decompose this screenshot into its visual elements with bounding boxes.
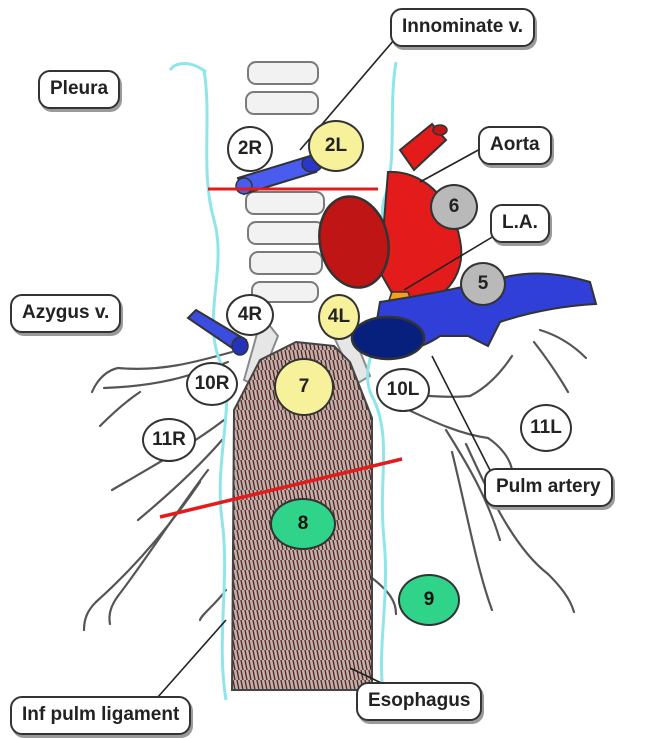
node-9: 9 <box>398 574 460 626</box>
node-8: 8 <box>270 498 336 550</box>
node-2L: 2L <box>308 120 364 172</box>
node-10L: 10L <box>376 368 430 412</box>
node-2R: 2R <box>227 126 273 172</box>
node-10R: 10R <box>186 362 238 406</box>
node-7: 7 <box>274 358 334 416</box>
label-innominate-vein: Innominate v. <box>390 8 535 47</box>
label-pleura: Pleura <box>38 70 120 109</box>
label-aorta: Aorta <box>478 126 552 165</box>
node-11R: 11R <box>142 418 196 462</box>
node-4L: 4L <box>318 294 360 340</box>
label-esophagus: Esophagus <box>356 682 482 721</box>
node-6: 6 <box>430 184 478 230</box>
label-la: L.A. <box>490 204 550 243</box>
label-azygus-vein: Azygus v. <box>10 294 121 333</box>
node-11L: 11L <box>520 404 572 452</box>
label-inf-pulm-ligament: Inf pulm ligament <box>10 696 191 735</box>
node-5: 5 <box>460 262 506 306</box>
node-4R: 4R <box>226 294 274 336</box>
label-pulm-artery: Pulm artery <box>484 468 613 507</box>
